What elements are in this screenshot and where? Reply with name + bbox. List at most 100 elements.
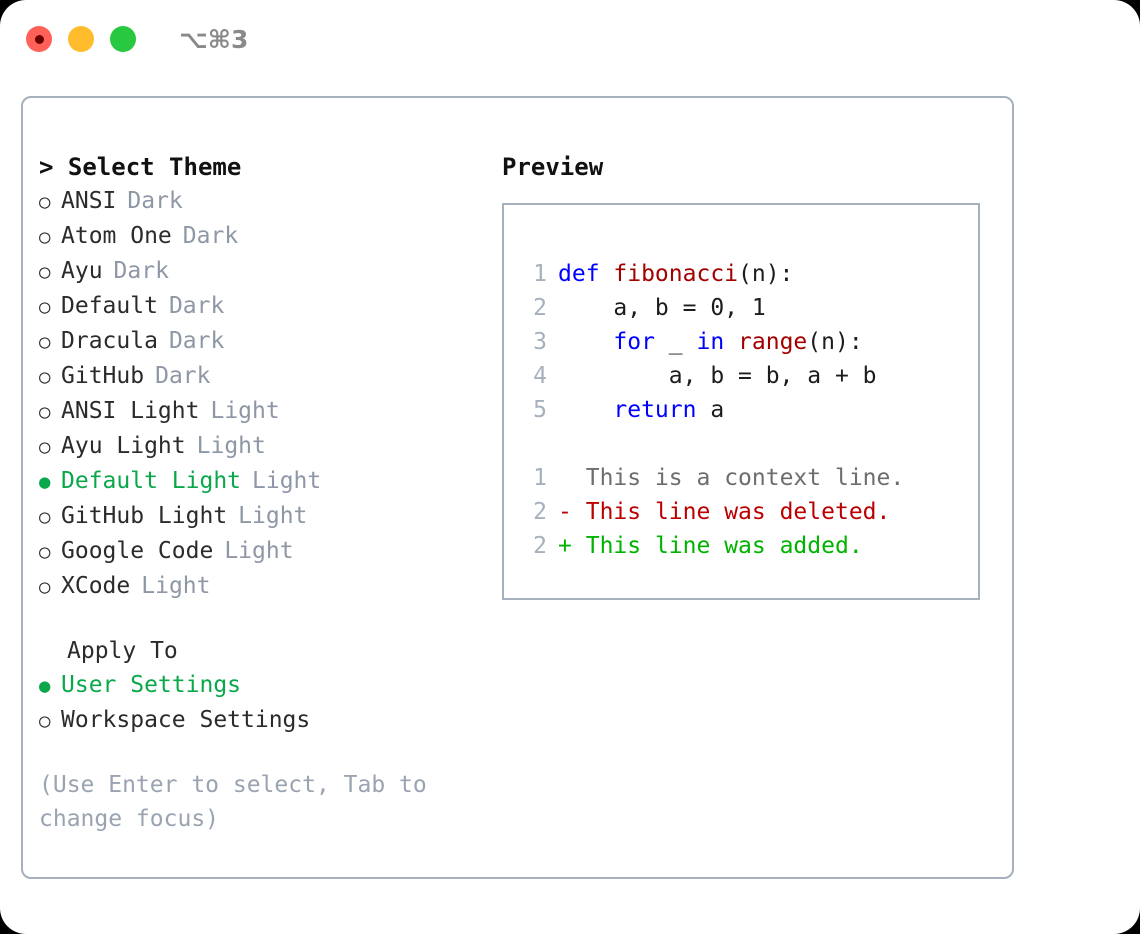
theme-item-dracula[interactable]: ○ Dracula Dark xyxy=(39,324,489,359)
preview-heading: Preview xyxy=(502,153,604,181)
diff-marker: - xyxy=(558,499,572,525)
select-theme-heading: > Select Theme xyxy=(39,153,242,181)
theme-item-ayu[interactable]: ○ Ayu Dark xyxy=(39,254,489,289)
line-number: 1 xyxy=(533,465,547,491)
theme-item-label: Ayu Light xyxy=(61,433,186,459)
theme-item-ansi-light[interactable]: ○ ANSI Light Light xyxy=(39,394,489,429)
theme-item-github-light[interactable]: ○ GitHub Light Light xyxy=(39,499,489,534)
code-token-function: fibonacci xyxy=(613,261,739,287)
close-button[interactable] xyxy=(26,26,52,52)
theme-item-default[interactable]: ○ Default Dark xyxy=(39,289,489,324)
theme-item-tag: Dark xyxy=(168,328,225,354)
theme-item-label: ANSI xyxy=(61,188,117,214)
line-number: 1 xyxy=(533,261,547,287)
apply-to-group: Apply To ● User Settings ○ Workspace Set… xyxy=(39,634,489,738)
code-line-text: a, b = b, a + b xyxy=(558,359,877,393)
theme-item-atom-one[interactable]: ○ Atom One Dark xyxy=(39,219,489,254)
radio-icon: ○ xyxy=(39,506,51,528)
theme-item-label: Dracula xyxy=(61,328,158,354)
theme-item-tag: Dark xyxy=(182,223,239,249)
theme-item-tag: Light xyxy=(196,433,266,459)
code-line: 1 def fibonacci(n): xyxy=(521,257,972,291)
theme-item-label: XCode xyxy=(61,573,131,599)
theme-item-label: GitHub xyxy=(61,363,145,389)
theme-item-google-code[interactable]: ○ Google Code Light xyxy=(39,534,489,569)
theme-item-label: Default xyxy=(61,293,158,319)
line-number: 2 xyxy=(533,295,547,321)
diff-content: This line was added. xyxy=(585,533,863,559)
radio-icon: ○ xyxy=(39,366,51,388)
code-token-keyword: in xyxy=(696,329,725,355)
code-line: 4 a, b = b, a + b xyxy=(521,359,972,393)
theme-item-ansi[interactable]: ○ ANSI Dark xyxy=(39,184,489,219)
radio-icon: ○ xyxy=(39,710,51,732)
code-token-keyword: for xyxy=(613,329,655,355)
code-token-function: range xyxy=(738,329,808,355)
diff-marker xyxy=(558,465,572,491)
theme-item-tag: Dark xyxy=(168,293,225,319)
theme-item-tag: Light xyxy=(210,398,280,424)
preview-column: Preview 1 def fibonacci(n): 2 a, b = 0, … xyxy=(502,150,992,600)
theme-item-default-light[interactable]: ● Default Light Light xyxy=(39,464,489,499)
diff-marker: + xyxy=(558,533,572,559)
code-token-plain xyxy=(558,397,613,423)
maximize-button[interactable] xyxy=(110,26,136,52)
keyboard-shortcut-label: ⌥⌘3 xyxy=(179,24,249,54)
theme-item-github[interactable]: ○ GitHub Dark xyxy=(39,359,489,394)
diff-content: This is a context line. xyxy=(585,465,905,491)
apply-to-item-label: User Settings xyxy=(61,672,242,698)
radio-icon: ○ xyxy=(39,191,51,213)
line-number: 2 xyxy=(533,499,547,525)
radio-icon: ○ xyxy=(39,331,51,353)
diff-line-text: - This line was deleted. xyxy=(558,495,890,529)
radio-icon: ○ xyxy=(39,576,51,598)
radio-icon: ○ xyxy=(39,226,51,248)
diff-line-added: 2 + This line was added. xyxy=(521,529,972,563)
theme-item-tag: Dark xyxy=(127,188,183,214)
theme-item-label: Atom One xyxy=(61,223,172,249)
code-token-keyword: return xyxy=(613,397,697,423)
radio-icon: ○ xyxy=(39,261,51,283)
radio-icon: ○ xyxy=(39,541,51,563)
code-token-plain: (n): xyxy=(738,261,794,287)
radio-icon: ○ xyxy=(39,436,51,458)
apply-to-item-workspace-settings[interactable]: ○ Workspace Settings xyxy=(39,703,489,738)
code-line-text: a, b = 0, 1 xyxy=(558,291,765,325)
diff-sample: 1 This is a context line. 2 - This line … xyxy=(521,461,972,563)
diff-line-deleted: 2 - This line was deleted. xyxy=(521,495,972,529)
diff-line-text: This is a context line. xyxy=(558,461,905,495)
main-panel: > Select Theme ○ ANSI Dark ○ Atom One Da… xyxy=(21,96,1014,879)
title-bar: ⌥⌘3 xyxy=(0,0,1140,78)
code-line: 5 return a xyxy=(521,393,972,427)
theme-item-tag: Light xyxy=(224,538,294,564)
theme-item-tag: Dark xyxy=(155,363,211,389)
radio-icon: ○ xyxy=(39,296,51,318)
theme-picker-column: > Select Theme ○ ANSI Dark ○ Atom One Da… xyxy=(39,150,489,836)
code-token-plain: a xyxy=(696,397,725,423)
code-token-plain: a, b = b, a + b xyxy=(558,363,877,389)
code-token-plain xyxy=(558,329,613,355)
diff-line-context: 1 This is a context line. xyxy=(521,461,972,495)
code-token-keyword: def xyxy=(558,261,614,287)
code-sample: 1 def fibonacci(n): 2 a, b = 0, 1 3 for … xyxy=(521,257,972,563)
code-line: 3 for _ in range(n): xyxy=(521,325,972,359)
radio-icon-selected: ● xyxy=(39,675,51,697)
apply-to-heading: Apply To xyxy=(67,638,178,664)
radio-icon: ○ xyxy=(39,401,51,423)
minimize-button[interactable] xyxy=(68,26,94,52)
keyboard-hint-text: (Use Enter to select, Tab to change focu… xyxy=(39,772,427,832)
code-line-text: for _ in range(n): xyxy=(558,325,863,359)
theme-item-ayu-light[interactable]: ○ Ayu Light Light xyxy=(39,429,489,464)
code-line-text: def fibonacci(n): xyxy=(558,257,793,291)
window-controls xyxy=(26,26,136,52)
code-token-plain: (n): xyxy=(807,329,863,355)
code-line-text: return a xyxy=(558,393,724,427)
theme-item-xcode[interactable]: ○ XCode Light xyxy=(39,569,489,604)
apply-to-item-user-settings[interactable]: ● User Settings xyxy=(39,668,489,703)
line-number: 3 xyxy=(533,329,547,355)
diff-content: This line was deleted. xyxy=(585,499,891,525)
theme-item-tag: Light xyxy=(238,503,308,529)
code-token-plain: _ xyxy=(654,329,697,355)
theme-item-label: Default Light xyxy=(61,468,242,494)
